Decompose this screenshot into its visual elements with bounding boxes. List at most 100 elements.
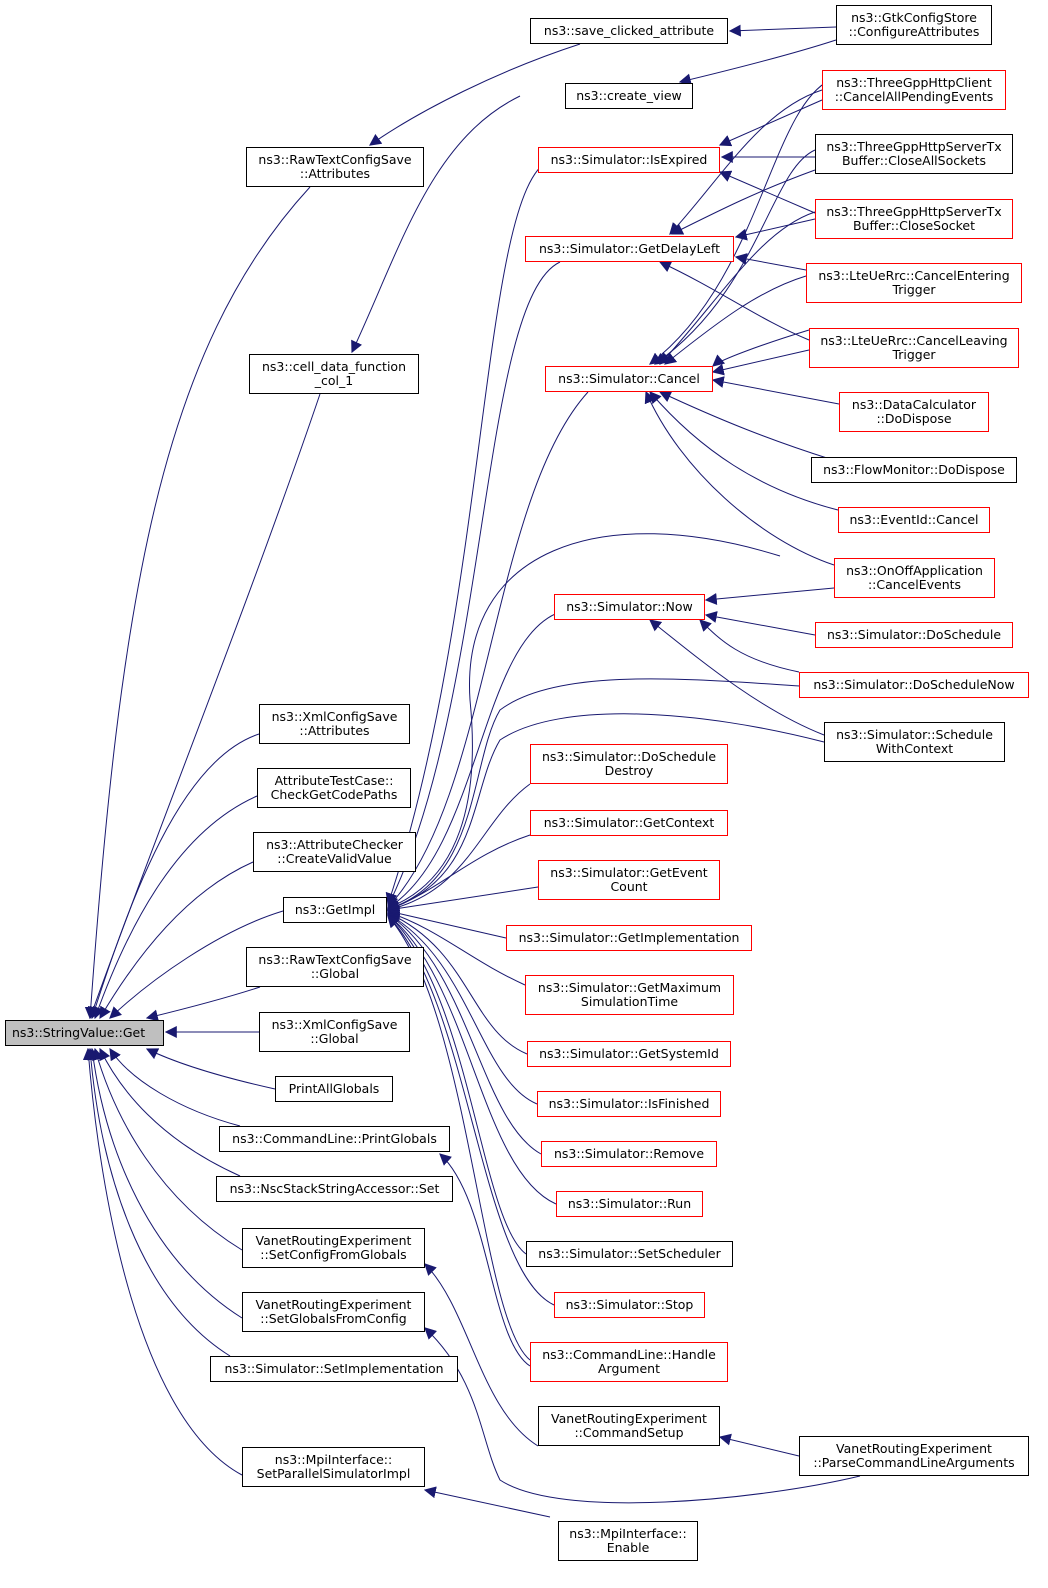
call-edge bbox=[423, 1486, 551, 1518]
node-rawtextconfigsave-global[interactable]: ns3::RawTextConfigSave ::Global bbox=[246, 947, 424, 987]
call-edge bbox=[99, 1047, 241, 1177]
node-lteuerrc-cancelentering[interactable]: ns3::LteUeRrc::CancelEntering Trigger bbox=[806, 263, 1022, 303]
call-edge bbox=[678, 39, 837, 86]
node-simulator-remove[interactable]: ns3::Simulator::Remove bbox=[541, 1141, 717, 1167]
call-edge bbox=[424, 1263, 539, 1447]
call-edge bbox=[711, 376, 840, 405]
node-cell-data-function[interactable]: ns3::cell_data_function _col_1 bbox=[249, 354, 419, 394]
node-stringvalue-get[interactable]: ns3::StringValue::Get bbox=[5, 1020, 164, 1046]
node-attributechecker[interactable]: ns3::AttributeChecker ::CreateValidValue bbox=[253, 832, 416, 872]
call-edge bbox=[664, 275, 807, 365]
call-edge bbox=[718, 170, 816, 214]
node-printallglobals[interactable]: PrintAllGlobals bbox=[275, 1076, 393, 1102]
node-simulator-doschedulenow[interactable]: ns3::Simulator::DoScheduleNow bbox=[799, 672, 1029, 698]
node-commandline-handleargument[interactable]: ns3::CommandLine::Handle Argument bbox=[530, 1342, 728, 1382]
call-edge bbox=[87, 1047, 243, 1319]
call-edge bbox=[734, 253, 807, 271]
node-datacalculator-dodispose[interactable]: ns3::DataCalculator ::DoDispose bbox=[839, 392, 989, 432]
node-simulator-isexpired[interactable]: ns3::Simulator::IsExpired bbox=[538, 147, 720, 173]
node-simulator-run[interactable]: ns3::Simulator::Run bbox=[556, 1191, 703, 1217]
call-edge bbox=[82, 1047, 243, 1476]
node-commandline-printglobals[interactable]: ns3::CommandLine::PrintGlobals bbox=[219, 1126, 450, 1152]
call-edge bbox=[386, 911, 528, 1055]
call-edge bbox=[439, 1153, 531, 1367]
node-xmlconfigsave-global[interactable]: ns3::XmlConfigSave ::Global bbox=[259, 1012, 410, 1052]
call-edge bbox=[711, 349, 810, 376]
node-vre-parsecommandline[interactable]: VanetRoutingExperiment ::ParseCommandLin… bbox=[799, 1436, 1029, 1476]
call-edge bbox=[644, 390, 835, 566]
node-simulator-isfinished[interactable]: ns3::Simulator::IsFinished bbox=[537, 1091, 721, 1117]
call-edge bbox=[658, 261, 810, 341]
node-threegpphttpclient-cancel[interactable]: ns3::ThreeGppHttpClient ::CancelAllPendi… bbox=[822, 70, 1006, 110]
node-simulator-getcontext[interactable]: ns3::Simulator::GetContext bbox=[530, 810, 728, 836]
call-edge bbox=[386, 713, 825, 912]
call-edge bbox=[387, 261, 561, 908]
call-edge bbox=[92, 1047, 243, 1251]
node-lteuerrc-cancelleaving[interactable]: ns3::LteUeRrc::CancelLeaving Trigger bbox=[809, 328, 1019, 368]
node-getimpl[interactable]: ns3::GetImpl bbox=[283, 897, 387, 923]
node-flowmonitor-dodispose[interactable]: ns3::FlowMonitor::DoDispose bbox=[811, 457, 1017, 483]
node-save-clicked-attribute[interactable]: ns3::save_clicked_attribute bbox=[530, 18, 728, 44]
call-edge bbox=[734, 218, 816, 241]
call-edge bbox=[704, 587, 835, 605]
node-vre-commandsetup[interactable]: VanetRoutingExperiment ::CommandSetup bbox=[538, 1406, 720, 1446]
call-edge bbox=[654, 149, 816, 365]
node-simulator-doschedule[interactable]: ns3::Simulator::DoSchedule bbox=[815, 622, 1013, 648]
node-simulator-schedulewithcontext[interactable]: ns3::Simulator::Schedule WithContext bbox=[824, 722, 1005, 762]
call-edge bbox=[351, 95, 521, 354]
call-edge bbox=[699, 619, 800, 673]
call-edge bbox=[424, 1327, 861, 1504]
call-edge bbox=[386, 678, 816, 912]
node-simulator-cancel[interactable]: ns3::Simulator::Cancel bbox=[545, 366, 713, 392]
call-edge bbox=[718, 1433, 800, 1457]
call-edge bbox=[89, 733, 260, 1020]
node-simulator-setimplementation[interactable]: ns3::Simulator::SetImplementation bbox=[210, 1356, 458, 1382]
node-rawtextconfigsave-attributes[interactable]: ns3::RawTextConfigSave ::Attributes bbox=[246, 147, 424, 187]
node-vre-setconfigfromglobals[interactable]: VanetRoutingExperiment ::SetConfigFromGl… bbox=[242, 1228, 425, 1268]
call-edge bbox=[145, 986, 261, 1022]
node-threegpphttpserver-closesocket[interactable]: ns3::ThreeGppHttpServerTx Buffer::CloseS… bbox=[815, 199, 1013, 239]
node-onoffapplication-cancelevents[interactable]: ns3::OnOffApplication ::CancelEvents bbox=[834, 558, 995, 598]
node-mpiinterface-setparallel[interactable]: ns3::MpiInterface:: SetParallelSimulator… bbox=[242, 1447, 425, 1487]
call-edge bbox=[386, 886, 539, 915]
call-edge bbox=[658, 391, 831, 460]
node-nscstackstringaccessor-set[interactable]: ns3::NscStackStringAccessor::Set bbox=[216, 1176, 453, 1202]
call-edge bbox=[109, 910, 284, 1019]
call-edge bbox=[99, 861, 254, 1020]
call-edge bbox=[386, 611, 561, 909]
node-simulator-getsystemid[interactable]: ns3::Simulator::GetSystemId bbox=[527, 1041, 731, 1067]
node-simulator-stop[interactable]: ns3::Simulator::Stop bbox=[554, 1292, 705, 1318]
node-simulator-geteventcount[interactable]: ns3::Simulator::GetEvent Count bbox=[538, 860, 720, 900]
call-edge bbox=[728, 24, 837, 37]
node-simulator-now[interactable]: ns3::Simulator::Now bbox=[554, 594, 705, 620]
call-edge bbox=[385, 159, 551, 906]
node-simulator-getimplementation[interactable]: ns3::Simulator::GetImplementation bbox=[506, 925, 752, 951]
node-simulator-doschedule-destroy[interactable]: ns3::Simulator::DoSchedule Destroy bbox=[530, 744, 728, 784]
call-edge bbox=[704, 611, 816, 636]
node-threegpphttpserver-closeall[interactable]: ns3::ThreeGppHttpServerTx Buffer::CloseA… bbox=[815, 134, 1013, 174]
call-edge bbox=[387, 391, 589, 908]
node-simulator-getmaxsimtime[interactable]: ns3::Simulator::GetMaximum SimulationTim… bbox=[525, 975, 734, 1015]
node-eventid-cancel[interactable]: ns3::EventId::Cancel bbox=[838, 507, 990, 533]
node-create-view[interactable]: ns3::create_view bbox=[565, 83, 693, 109]
call-edge bbox=[670, 169, 816, 235]
call-edge bbox=[669, 89, 823, 235]
node-simulator-setscheduler[interactable]: ns3::Simulator::SetScheduler bbox=[526, 1241, 733, 1267]
node-gtkconfigstore[interactable]: ns3::GtkConfigStore ::ConfigureAttribute… bbox=[836, 5, 992, 45]
call-edge bbox=[649, 391, 839, 511]
call-edge bbox=[659, 211, 816, 365]
call-edge bbox=[718, 99, 823, 147]
node-xmlconfigsave-attributes[interactable]: ns3::XmlConfigSave ::Attributes bbox=[259, 704, 410, 744]
node-attributetestcase[interactable]: AttributeTestCase:: CheckGetCodePaths bbox=[257, 768, 411, 808]
call-edge bbox=[386, 533, 781, 910]
call-edge bbox=[145, 1048, 276, 1090]
node-mpiinterface-enable[interactable]: ns3::MpiInterface:: Enable bbox=[558, 1521, 698, 1561]
call-edge bbox=[84, 186, 311, 1020]
call-edge bbox=[109, 1047, 241, 1127]
node-vre-setglobalsfromconfig[interactable]: VanetRoutingExperiment ::SetGlobalsFromC… bbox=[242, 1292, 425, 1332]
call-edge bbox=[649, 79, 831, 365]
node-simulator-getdelayleft[interactable]: ns3::Simulator::GetDelayLeft bbox=[525, 236, 734, 262]
call-edge bbox=[84, 1047, 231, 1357]
call-edge bbox=[386, 783, 531, 914]
